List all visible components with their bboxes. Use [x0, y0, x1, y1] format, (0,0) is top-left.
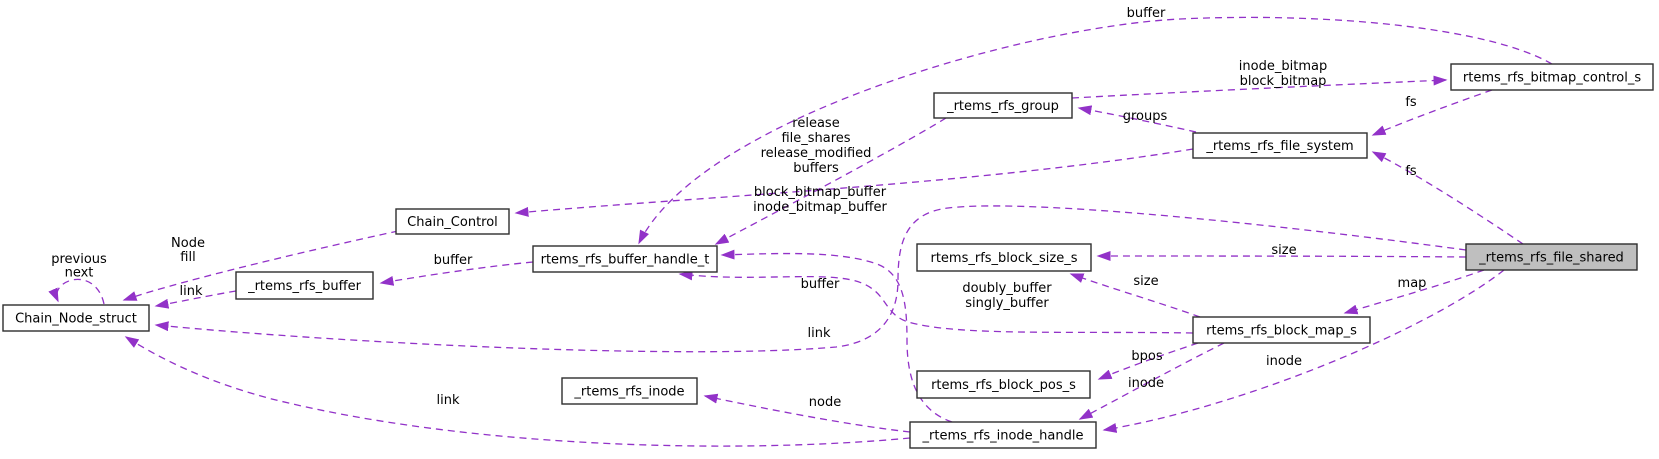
edge-node [703, 393, 911, 433]
node-chain-node-struct-box[interactable] [2, 304, 150, 332]
node-rtems-rfs-buffer-label: _rtems_rfs_buffer [247, 279, 362, 294]
edge-inode-map [1078, 342, 1225, 420]
node-file-system-label: _rtems_rfs_file_system [1205, 139, 1353, 154]
edge-buffer-inode-handle-label: buffer [801, 277, 840, 292]
edge-groups-label: groups [1123, 109, 1168, 124]
node-chain-control[interactable]: Chain_Control [395, 208, 510, 235]
edge-inode-map-label: inode [1128, 376, 1164, 391]
node-block-size[interactable]: rtems_rfs_block_size_s [916, 243, 1092, 272]
edge-handle-buffer-label: buffer [434, 253, 473, 268]
edge-link-file-shared [154, 205, 1467, 353]
edge-size-shared [1096, 251, 1467, 262]
node-block-size-box[interactable] [916, 243, 1092, 272]
edge-bitmap-buffer-top-label: buffer [1127, 6, 1166, 21]
edge-groups [1077, 105, 1197, 133]
node-bitmap-control-label: rtems_rfs_bitmap_control_s [1463, 71, 1641, 86]
edge-link-inode-handle-label: link [437, 393, 460, 408]
node-bitmap-control[interactable]: rtems_rfs_bitmap_control_s [1450, 63, 1654, 91]
node-rfs-group-label: _rtems_rfs_group [946, 99, 1059, 114]
edge-map [1343, 269, 1485, 315]
edge-bpos-label: bpos [1131, 349, 1162, 364]
node-block-pos[interactable]: rtems_rfs_block_pos_s [916, 370, 1091, 399]
edge-inode-shared [1102, 269, 1505, 433]
edges-layer [48, 16, 1553, 447]
nodes-layer: Chain_Node_struct _rtems_rfs_buffer Chain_… [2, 63, 1654, 449]
edge-node-fill [122, 230, 399, 301]
edge-buffer-link-label: link [180, 284, 203, 299]
node-chain-control-label: Chain_Control [407, 215, 498, 230]
edge-handle-buffer [379, 261, 534, 286]
node-block-map-label: rtems_rfs_block_map_s [1206, 324, 1357, 339]
node-file-shared-box[interactable] [1465, 243, 1638, 271]
node-rfs-group-box[interactable] [933, 92, 1073, 119]
edge-group-bitmaps [1071, 75, 1448, 99]
node-bitmap-control-box[interactable] [1450, 63, 1654, 91]
edge-buffer-link [154, 290, 237, 309]
self-loop-previous-next [48, 278, 105, 305]
edge-group-bitmap-buffers [714, 117, 947, 245]
node-buffer-handle-label: rtems_rfs_buffer_handle_t [541, 253, 710, 268]
node-file-shared-label: _rtems_rfs_file_shared [1478, 251, 1624, 266]
node-chain-node-struct-label: Chain_Node_struct [15, 312, 137, 327]
edge-map-label: map [1398, 276, 1427, 291]
node-rtems-rfs-inode-box[interactable] [561, 377, 698, 405]
node-inode-handle-label: _rtems_rfs_inode_handle [922, 429, 1084, 444]
edge-fs-upper [1371, 89, 1493, 136]
node-block-pos-box[interactable] [916, 370, 1091, 399]
node-rfs-group[interactable]: _rtems_rfs_group [933, 92, 1073, 119]
node-rtems-rfs-buffer-box[interactable] [235, 271, 374, 300]
edge-fs-lower [1371, 151, 1524, 245]
node-block-map-box[interactable] [1192, 316, 1371, 344]
edge-doubly-singly [678, 270, 1194, 334]
edge-fs-upper-label: fs [1405, 95, 1417, 110]
edge-inode-shared-label: inode [1266, 354, 1302, 369]
edge-size-map-label: size [1133, 274, 1158, 289]
node-buffer-handle[interactable]: rtems_rfs_buffer_handle_t [532, 245, 718, 273]
edge-node-label: node [809, 395, 841, 410]
edge-size-shared-label: size [1271, 243, 1296, 258]
node-buffer-handle-box[interactable] [532, 245, 718, 273]
node-file-system[interactable]: _rtems_rfs_file_system [1192, 132, 1368, 159]
node-chain-control-box[interactable] [395, 208, 510, 235]
node-rtems-rfs-inode-label: _rtems_rfs_inode [573, 385, 684, 400]
node-file-system-box[interactable] [1192, 132, 1368, 159]
edge-bpos [1097, 342, 1199, 380]
node-inode-handle[interactable]: _rtems_rfs_inode_handle [909, 421, 1097, 449]
edge-link-file-shared-label: link [808, 326, 831, 341]
node-rtems-rfs-inode[interactable]: _rtems_rfs_inode [561, 377, 698, 405]
node-block-size-label: rtems_rfs_block_size_s [930, 251, 1077, 266]
node-rtems-rfs-buffer[interactable]: _rtems_rfs_buffer [235, 271, 374, 300]
node-file-shared[interactable]: _rtems_rfs_file_shared [1465, 243, 1638, 271]
edge-fs-lower-label: fs [1405, 164, 1417, 179]
edge-size-map [1069, 273, 1201, 318]
node-block-pos-label: rtems_rfs_block_pos_s [931, 378, 1076, 393]
node-block-map[interactable]: rtems_rfs_block_map_s [1192, 316, 1371, 344]
node-chain-node-struct[interactable]: Chain_Node_struct [2, 304, 150, 332]
edge-link-inode-handle [124, 336, 911, 447]
edge-release-chains [514, 148, 1194, 217]
edge-buffer-inode-handle [720, 249, 953, 423]
node-inode-handle-box[interactable] [909, 421, 1097, 449]
